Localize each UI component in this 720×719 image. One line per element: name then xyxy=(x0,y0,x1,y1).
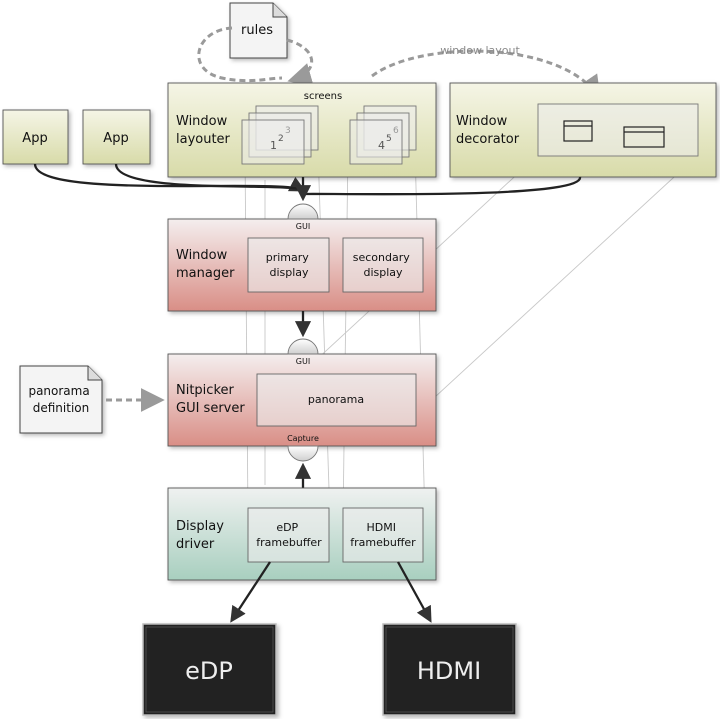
projection-lines xyxy=(244,149,699,521)
edp-framebuffer-box[interactable] xyxy=(247,507,330,563)
hdmi-screen[interactable]: HDMI xyxy=(382,623,517,716)
svg-text:GUI: GUI xyxy=(296,357,310,366)
hdmi-screen-label: HDMI xyxy=(417,657,481,685)
secondary-display-label: secondary display xyxy=(353,251,414,279)
svg-text:GUI: GUI xyxy=(296,222,310,231)
display-driver-box[interactable]: Display driver eDP framebuffer HDMI fram… xyxy=(167,487,437,581)
hdmi-framebuffer-box[interactable] xyxy=(342,507,424,563)
edp-screen-label: eDP xyxy=(185,657,233,685)
window-layout-arrow: window layout xyxy=(371,44,601,100)
app-label: App xyxy=(103,131,128,146)
rules-label: rules xyxy=(241,23,273,38)
panorama-label: panorama xyxy=(308,393,364,406)
app-label: App xyxy=(22,131,47,146)
window-decorator-box[interactable]: Window decorator xyxy=(449,82,717,178)
window-layouter-label: Window layouter xyxy=(176,114,231,147)
window-icons xyxy=(563,120,665,148)
rules-document[interactable]: rules xyxy=(229,2,288,59)
window-decorator-label: Window decorator xyxy=(456,114,520,147)
primary-display-label: primary display xyxy=(266,251,313,279)
display-driver-label: Display driver xyxy=(176,519,228,552)
window-layout-label: window layout xyxy=(440,44,520,57)
rules-loop-arrows xyxy=(197,26,314,87)
app-box-1[interactable]: App xyxy=(2,109,69,165)
output-arrows xyxy=(230,561,432,623)
svg-text:Capture: Capture xyxy=(287,434,319,443)
capture-port-nitpicker: Capture xyxy=(287,434,319,462)
panorama-definition-label: panorama definition xyxy=(28,384,93,415)
screen-stack-1-numbers: 1 2 3 xyxy=(270,126,291,152)
window-manager-label: Window manager xyxy=(176,248,235,281)
panorama-definition-document[interactable]: panorama definition xyxy=(19,365,103,434)
window-manager-box[interactable]: Window manager primary display secondary… xyxy=(167,218,437,312)
decorator-display-area xyxy=(537,103,699,157)
screen-stack-1 xyxy=(241,105,319,165)
nitpicker-box[interactable]: Nitpicker GUI server panorama xyxy=(167,353,437,447)
gui-port-window-manager: GUI xyxy=(287,203,319,231)
gui-port-nitpicker: GUI xyxy=(287,338,319,366)
nitpicker-label: Nitpicker GUI server xyxy=(176,383,245,416)
secondary-display-box[interactable] xyxy=(342,237,424,293)
edp-screen[interactable]: eDP xyxy=(142,623,277,716)
hdmi-framebuffer-label: HDMI framebuffer xyxy=(350,521,416,549)
edp-framebuffer-label: eDP framebuffer xyxy=(256,521,322,549)
screens-label: screens xyxy=(304,91,342,102)
primary-display-box[interactable] xyxy=(247,237,330,293)
screen-stack-2 xyxy=(349,105,417,165)
window-layouter-box[interactable]: Window layouter screens 1 2 3 4 5 6 xyxy=(167,82,437,178)
gui-connections xyxy=(33,163,582,202)
app-box-2[interactable]: App xyxy=(82,109,151,165)
screen-stack-2-numbers: 4 5 6 xyxy=(378,126,399,152)
panorama-box[interactable] xyxy=(256,373,417,427)
